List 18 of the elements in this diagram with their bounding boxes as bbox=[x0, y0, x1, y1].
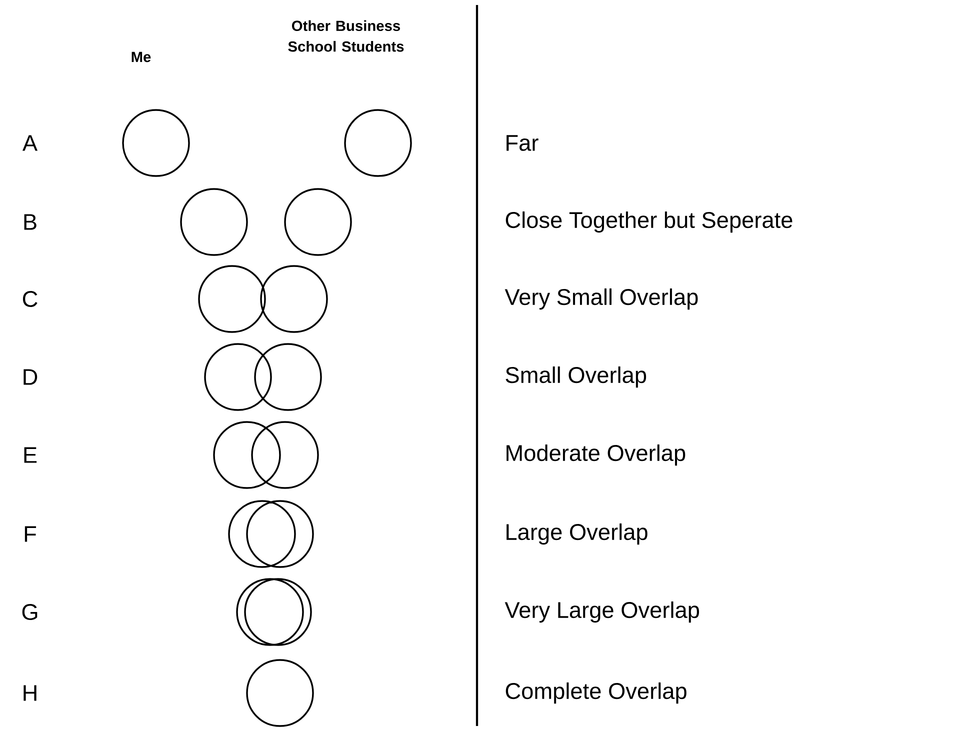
overlap-description: Far bbox=[506, 135, 538, 151]
overlap-description: Large Overlap bbox=[506, 523, 648, 545]
row-letter: F bbox=[24, 526, 36, 542]
row-letter: A bbox=[22, 135, 38, 151]
column-heading: Me bbox=[132, 52, 151, 62]
overlap-description: Small Overlap bbox=[506, 366, 646, 388]
row-letter: H bbox=[24, 685, 36, 701]
row-letter: G bbox=[22, 604, 38, 620]
overlap-description: Complete Overlap bbox=[506, 682, 686, 704]
row-letter: B bbox=[24, 214, 36, 230]
overlap-description: Very Small Overlap bbox=[504, 288, 698, 310]
overlap-description: Moderate Overlap bbox=[506, 444, 686, 466]
overlap-description: Very Large Overlap bbox=[504, 601, 700, 623]
row-letter: D bbox=[24, 369, 38, 385]
overlap-description: Close Together but Seperate bbox=[506, 211, 792, 233]
row-letter: E bbox=[24, 447, 37, 463]
column-heading: Other Business School Students bbox=[288, 20, 404, 52]
row-letter: C bbox=[22, 290, 38, 308]
